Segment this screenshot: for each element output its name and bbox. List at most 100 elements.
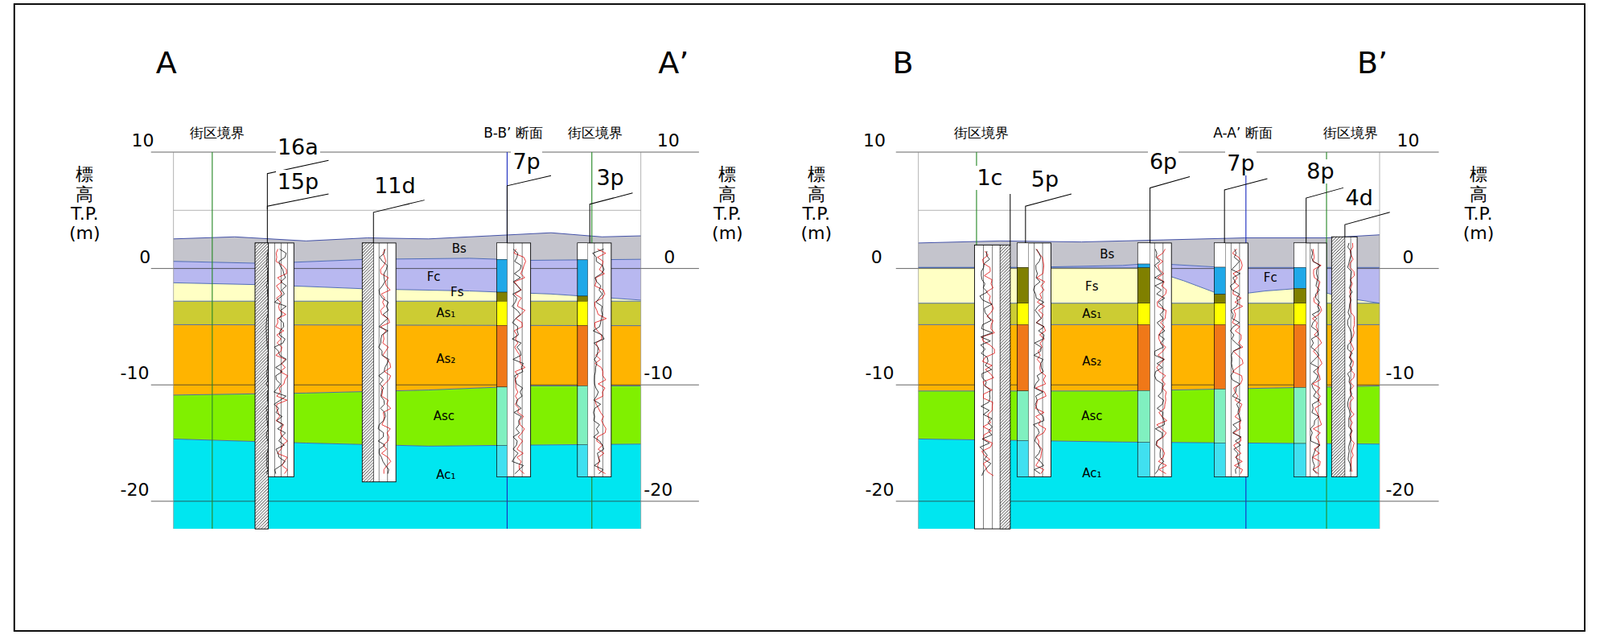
axis-title: 標高 T.P. (m) xyxy=(1461,164,1496,243)
section-edge xyxy=(640,152,642,529)
tick-value: -10 xyxy=(1385,363,1415,383)
boundary-name: 街区境界 xyxy=(954,125,1009,141)
borehole-number: 8p xyxy=(1304,159,1336,184)
section-letter: B’ xyxy=(1355,46,1390,81)
layer-name: Fs xyxy=(1085,279,1099,294)
borehole-number: 7p xyxy=(512,149,540,174)
layer-name: Bs xyxy=(1099,247,1115,262)
borehole-number: 7p xyxy=(1225,151,1256,176)
layer-boundary xyxy=(173,385,642,395)
section-letter: B xyxy=(892,46,914,81)
layer-name: As₁ xyxy=(1081,307,1102,321)
layer-boundary xyxy=(173,282,642,301)
section-edge xyxy=(917,152,919,529)
tick-value: -10 xyxy=(119,363,149,383)
borehole-log xyxy=(497,242,531,477)
tick-value: 10 xyxy=(657,131,680,151)
tick-value: 0 xyxy=(1401,247,1416,268)
layer-label: Fc xyxy=(1263,271,1278,285)
boundary-name: 街区境界 xyxy=(566,125,625,141)
section-letter: B’ xyxy=(1357,46,1388,81)
layer-name: Ac₁ xyxy=(1081,466,1102,481)
borehole-number: 16a xyxy=(275,135,321,160)
layer-name: As₂ xyxy=(1081,354,1102,369)
borehole-number: 4d xyxy=(1344,185,1373,210)
borehole-number: 15p xyxy=(277,169,320,194)
tick-value: 0 xyxy=(663,247,675,268)
leader-line xyxy=(1306,186,1348,243)
axis-title: 標高 T.P. (m) xyxy=(800,164,832,243)
borehole-number: 1c xyxy=(974,165,1004,190)
section-letter: A xyxy=(156,46,177,81)
leader-line xyxy=(1150,176,1190,243)
section-letter: B xyxy=(891,46,916,81)
layer-label: As₂ xyxy=(1081,354,1102,369)
section-letter: A xyxy=(154,46,179,81)
tick-value: -10 xyxy=(864,363,894,383)
boundary-name: 街区境界 xyxy=(189,125,245,141)
tick-value: 0 xyxy=(139,247,151,268)
layer-name: Bs xyxy=(452,242,467,256)
borehole-number: 6p xyxy=(1147,149,1179,174)
tick-value: 10 xyxy=(131,131,155,151)
axis-title: 標高 T.P. (m) xyxy=(67,164,102,243)
leader-line xyxy=(1224,178,1267,243)
tick-value: 10 xyxy=(863,131,886,151)
grid-line xyxy=(918,209,1380,211)
layer-label: Asc xyxy=(1081,409,1103,424)
boundary-name: 街区境界 xyxy=(567,125,623,141)
tick-value: 10 xyxy=(1395,131,1422,151)
borehole-number: 7p xyxy=(1226,151,1255,176)
tick-value: 0 xyxy=(869,247,885,268)
tick-value: 10 xyxy=(1397,131,1420,151)
boundary-name: 街区境界 xyxy=(1321,125,1380,141)
tick-value: 10 xyxy=(861,131,888,151)
borehole-log xyxy=(577,242,612,477)
layer-name: Asc xyxy=(433,409,455,424)
leader-line xyxy=(1025,193,1072,243)
tick-value: -20 xyxy=(1385,480,1415,500)
borehole-number: 5p xyxy=(1031,167,1059,192)
borehole-number: 11d xyxy=(374,173,416,198)
tick-value: -20 xyxy=(118,480,151,500)
layer-boundary xyxy=(173,232,642,241)
layer-label: Bs xyxy=(1099,247,1115,262)
layer-label: As₂ xyxy=(435,352,456,367)
borehole-log xyxy=(1293,242,1327,477)
borehole-number: 1c xyxy=(976,165,1003,190)
layer-name: Ac₁ xyxy=(435,468,456,482)
layer-label: As₁ xyxy=(435,306,456,321)
borehole-log xyxy=(1331,236,1358,477)
layer-label: Fc xyxy=(427,270,441,284)
tick-value: 0 xyxy=(137,247,153,268)
layer-label: Fs xyxy=(450,285,464,300)
section-edge xyxy=(172,152,174,529)
grid-line xyxy=(151,267,700,269)
borehole-number: 5p xyxy=(1029,167,1061,192)
tick-value: 0 xyxy=(1402,247,1415,268)
tick-value: -10 xyxy=(1383,363,1416,383)
axis-title: 標高 T.P. (m) xyxy=(799,164,834,243)
layer-label: Fs xyxy=(1085,279,1099,294)
boundary-name: 街区境界 xyxy=(188,125,247,141)
section xyxy=(896,152,1440,529)
tick-value: -20 xyxy=(1383,480,1416,500)
section-letter: A’ xyxy=(656,46,691,81)
leader-line xyxy=(267,193,329,243)
borehole-log xyxy=(1214,242,1249,477)
leader-line xyxy=(589,193,633,243)
layer-name: As₂ xyxy=(435,352,456,367)
axis-title: 標高 T.P. (m) xyxy=(711,164,744,243)
borehole-number: 16a xyxy=(277,135,319,160)
soil-layer xyxy=(173,385,642,446)
soil-layer xyxy=(173,438,642,529)
soil-layer xyxy=(173,282,642,301)
borehole-number: 3p xyxy=(594,165,626,190)
borehole-number: 15p xyxy=(275,169,321,194)
tick-value: -10 xyxy=(641,363,675,383)
borehole-log xyxy=(361,242,396,482)
tick-value: -20 xyxy=(119,480,149,500)
leader-line xyxy=(267,160,329,210)
tick-value: -10 xyxy=(863,363,896,383)
